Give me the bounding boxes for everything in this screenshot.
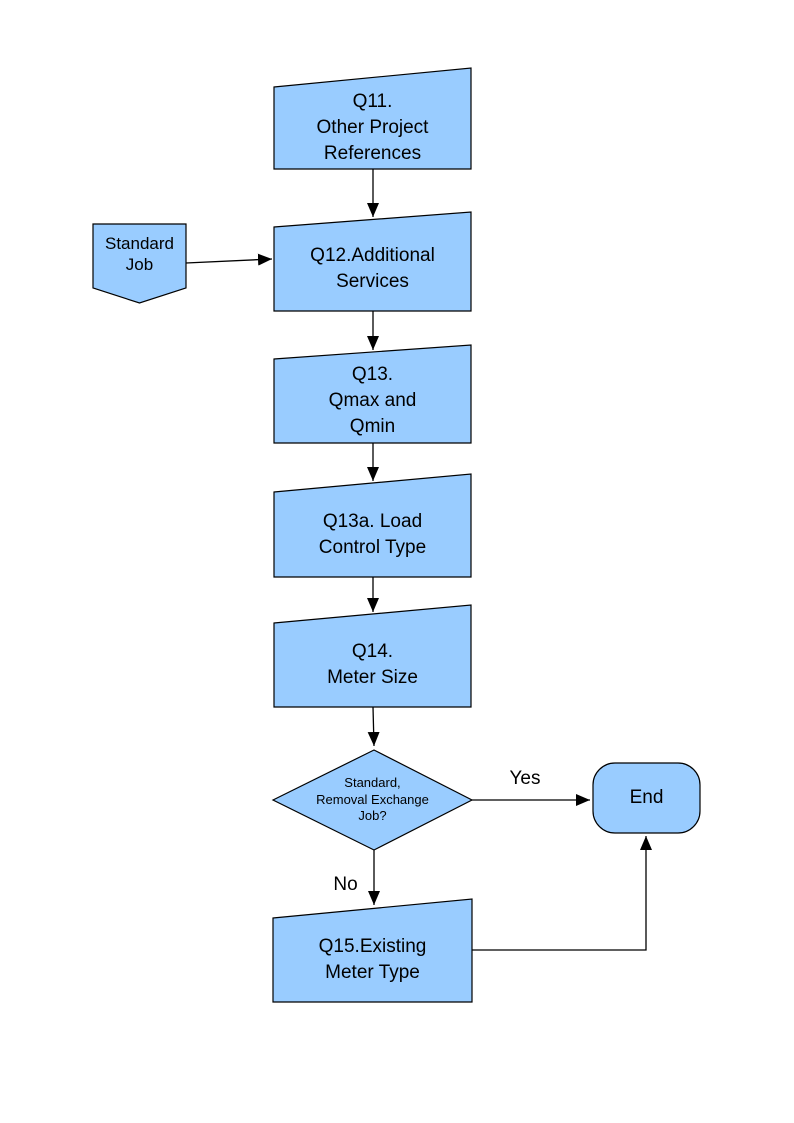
node-end-shape: [592, 762, 701, 834]
edge-q14-decision: [367, 706, 380, 747]
node-q14-shape: [273, 604, 472, 708]
node-q13a-shape: [273, 473, 472, 578]
node-q12-shape: [273, 211, 472, 312]
node-q13-shape: [273, 344, 472, 444]
node-q15-shape: [272, 898, 473, 1003]
node-standard-job-shape: [92, 223, 187, 304]
node-decision-shape: [271, 749, 474, 851]
edge-standard-job-q12: [185, 253, 273, 266]
node-q11-shape: [273, 67, 472, 170]
edge-q15-end: [472, 836, 652, 951]
